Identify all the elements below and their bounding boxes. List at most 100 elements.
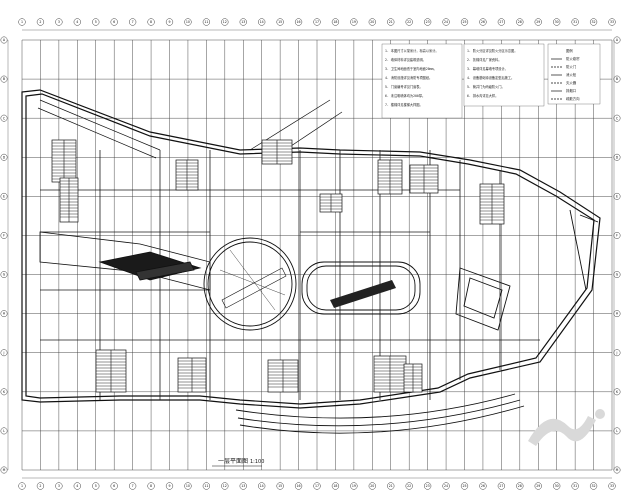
grid-bubble-col-bottom: 29: [534, 482, 542, 490]
grid-bubble-col-bottom: 25: [460, 482, 469, 490]
grid-bubble-col: 3: [55, 18, 63, 26]
stair-core: [261, 139, 293, 165]
grid-col-label: 33: [610, 484, 614, 488]
grid-col-label: 30: [555, 20, 559, 24]
grid-bubble-row: D: [0, 153, 8, 161]
grid-col-label: 17: [315, 20, 319, 24]
stair-core: [373, 355, 407, 393]
structural-grid: [21, 39, 613, 471]
note-line: 6. 未注明墙体均为200厚。: [385, 93, 425, 98]
grid-col-label: 8: [150, 484, 152, 488]
grid-col-label: 20: [370, 20, 374, 24]
grid-bubble-col-bottom: 17: [313, 482, 321, 490]
grid-col-label: 7: [132, 484, 134, 488]
grid-row-label: L: [3, 429, 5, 433]
grid-bubble-col: 5: [92, 18, 100, 26]
curved-facade: [235, 393, 525, 434]
grid-bubble-col: 32: [589, 18, 598, 26]
grid-bubble-col-bottom: 4: [73, 482, 81, 490]
grid-bubble-row-right: F: [613, 232, 621, 239]
grid-bubble-row: M: [0, 466, 8, 474]
grid-col-label: 23: [426, 20, 430, 24]
grid-col-label: 12: [223, 20, 227, 24]
grid-row-label: F: [616, 234, 618, 238]
note-line: 3. 幕墙详见幕墙专项设计。: [467, 66, 508, 71]
grid-bubble-col: 7: [129, 18, 137, 26]
grid-bubble-row: H: [0, 310, 8, 318]
grid-bubble-col: 33: [608, 18, 616, 26]
grid-bubble-row-right: B: [613, 75, 621, 83]
grid-col-label: 29: [536, 484, 540, 488]
grid-bubble-col: 21: [387, 18, 395, 26]
drawing-title: 一层平面图: [218, 458, 248, 465]
stair-core: [59, 177, 79, 223]
grid-col-label: 1: [21, 20, 23, 24]
grid-bubble-col: 26: [479, 18, 487, 26]
grid-col-label: 11: [204, 20, 208, 24]
grid-bubble-col-bottom: 24: [442, 482, 450, 490]
grid-bubble-row-right: M: [613, 466, 621, 474]
grid-bubble-row: B: [0, 75, 8, 83]
grid-col-label: 6: [113, 484, 115, 488]
grid-col-label: 28: [518, 484, 522, 488]
grid-bubble-col: 28: [516, 18, 524, 26]
grid-col-label: 15: [278, 20, 282, 24]
grid-bubble-col-bottom: 6: [110, 482, 118, 490]
grid-col-label: 18: [333, 20, 337, 24]
grid-bubble-col: 10: [184, 18, 192, 26]
grid-row-label: M: [616, 468, 619, 472]
grid-col-label: 33: [610, 20, 614, 24]
grid-bubble-col-bottom: 22: [405, 482, 413, 490]
grid-bubble-col-bottom: 19: [350, 482, 358, 490]
grid-bubble-col: 4: [73, 18, 81, 26]
grid-bubble-col: 30: [553, 18, 561, 26]
grid-bubble-col-bottom: 32: [589, 482, 598, 490]
grid-bubble-col-bottom: 27: [497, 482, 505, 490]
grid-bubble-col: 31: [571, 18, 579, 26]
grid-bubble-col: 1: [18, 18, 26, 26]
grid-col-label: 17: [315, 484, 319, 488]
grid-row-label: M: [3, 468, 6, 472]
stair-core: [409, 164, 439, 194]
grid-bubble-row: F: [0, 232, 8, 239]
grid-col-label: 28: [518, 20, 522, 24]
grid-bubble-row-right: K: [613, 388, 621, 396]
grid-col-label: 19: [352, 484, 356, 488]
legend-line: 消火栓: [566, 72, 577, 77]
note-line: 2. 墙体材料详见建筑说明。: [385, 57, 426, 62]
grid-bubble-col-bottom: 11: [202, 482, 210, 490]
grid-col-label: 21: [389, 484, 393, 488]
grid-bubble-col-bottom: 23: [424, 482, 432, 490]
grid-bubble-row-right: L: [613, 427, 621, 435]
grid-col-label: 14: [260, 484, 264, 488]
grid-col-label: 12: [223, 484, 227, 488]
grid-col-label: 22: [407, 484, 411, 488]
grid-col-label: 3: [58, 484, 60, 488]
grid-bubble-col: 16: [294, 18, 303, 26]
grid-bubble-col-bottom: 3: [55, 482, 63, 490]
note-line: 5. 管井门为丙级防火门。: [467, 84, 505, 89]
grid-bubble-col: 11: [202, 18, 210, 26]
note-line: 4. 消防设施详见消防专项图纸。: [385, 75, 432, 80]
grid-row-label: D: [616, 155, 619, 159]
note-line: 7. 楼梯详见楼梯大样图。: [385, 102, 423, 107]
diagonal-corridor: [37, 99, 343, 161]
grid-col-label: 27: [499, 20, 503, 24]
brand-logo-icon: [528, 409, 605, 446]
grid-col-label: 21: [389, 20, 393, 24]
grid-bubble-col-bottom: 8: [147, 482, 155, 490]
grid-bubble-col: 23: [424, 18, 432, 26]
grid-col-label: 14: [260, 20, 264, 24]
grid-col-label: 1: [21, 484, 23, 488]
grid-axis-bubbles: 1122334455667788991010111112121313141415…: [0, 18, 621, 490]
escalator-band-left: [39, 231, 211, 291]
grid-bubble-col-bottom: 10: [184, 482, 192, 490]
legend-line: 防火门: [566, 64, 577, 69]
stair-core: [95, 349, 127, 393]
grid-col-label: 6: [113, 20, 115, 24]
grid-bubble-row-right: C: [613, 114, 621, 122]
grid-bubble-col-bottom: 7: [129, 482, 137, 490]
grid-col-label: 19: [352, 20, 356, 24]
